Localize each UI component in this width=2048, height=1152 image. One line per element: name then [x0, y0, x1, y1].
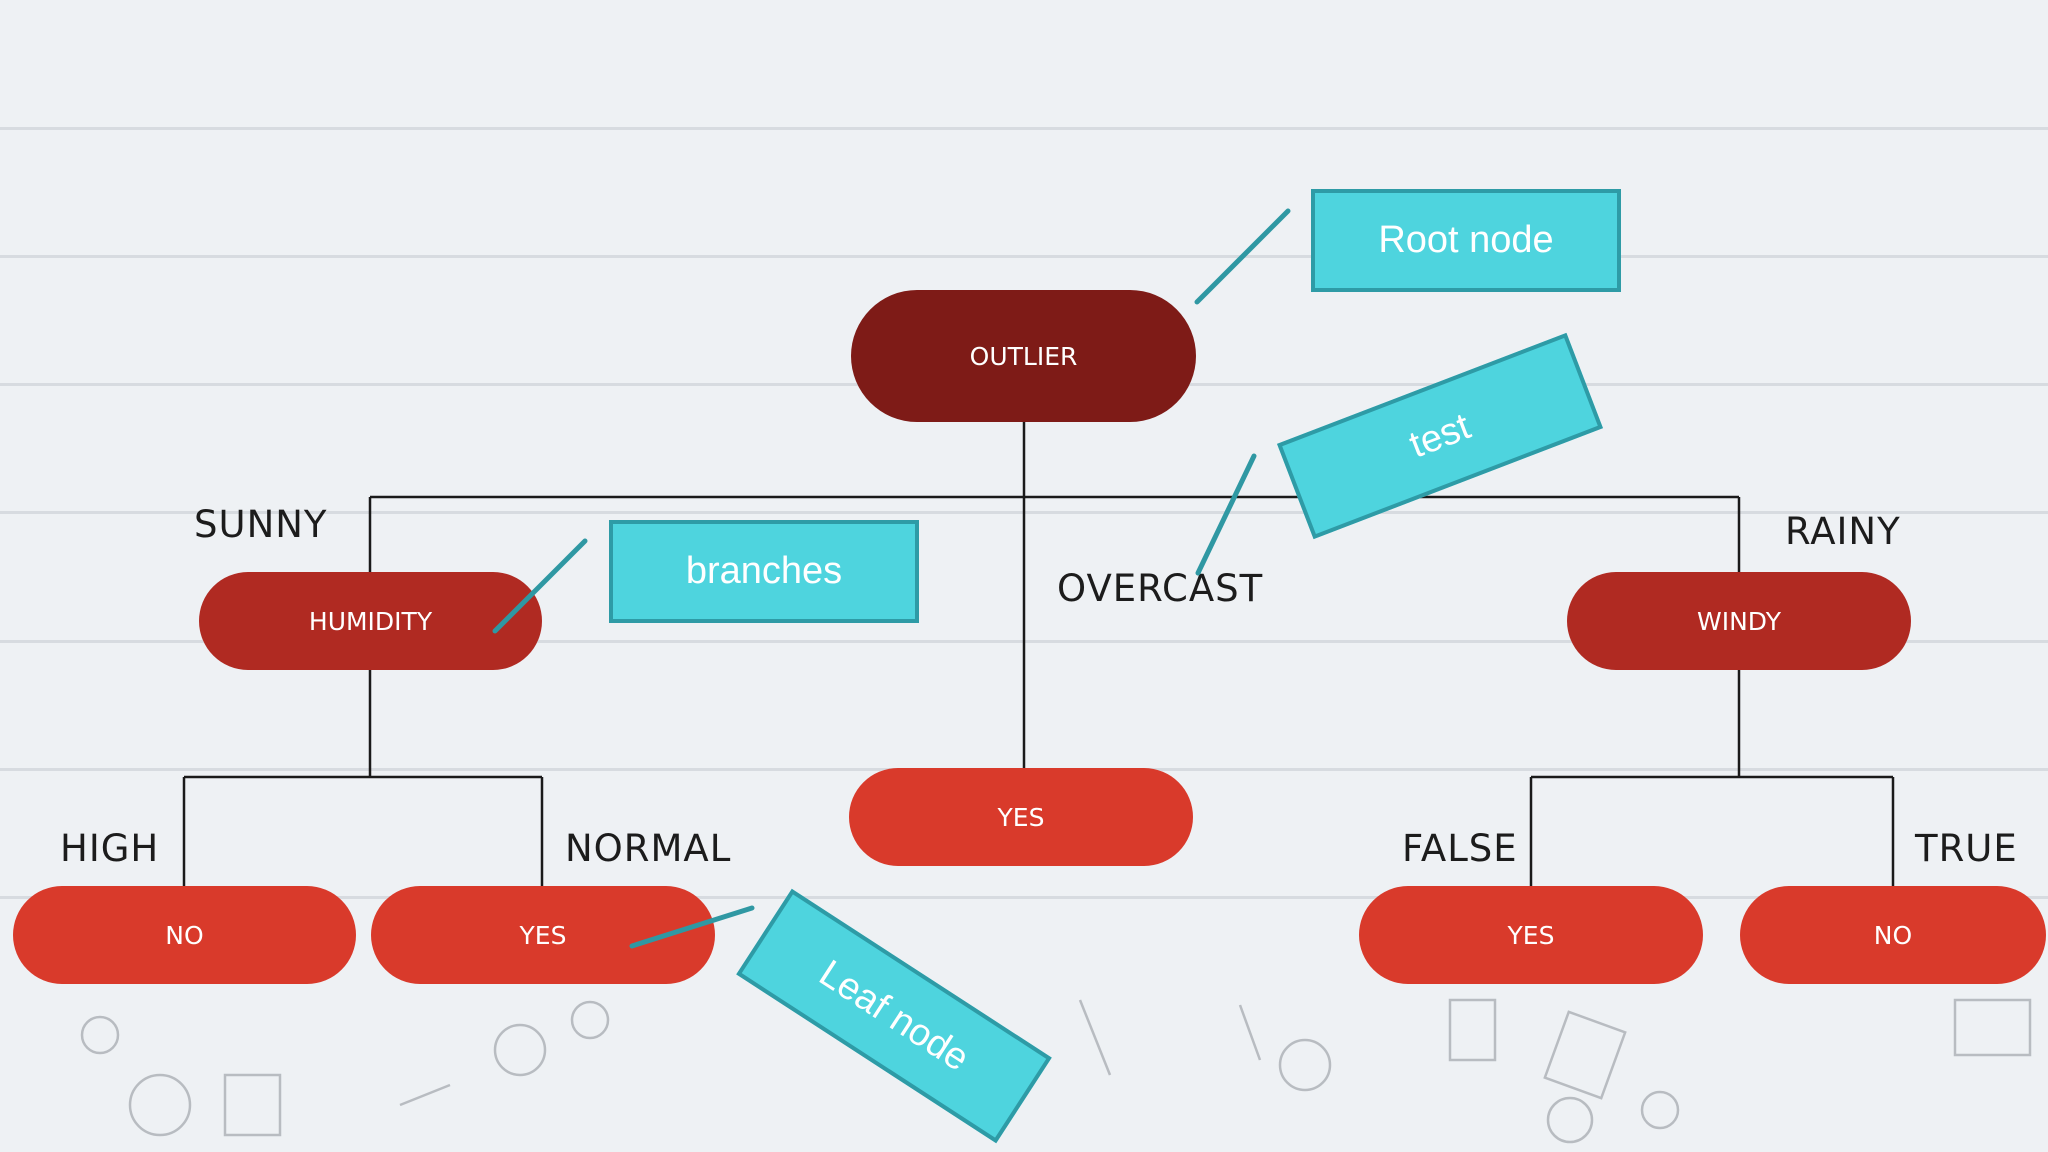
leaf-node-overcast-yes: YES	[849, 768, 1193, 866]
pointer-root-node	[1194, 208, 1291, 305]
overcast-leaf-label: YES	[997, 802, 1045, 832]
lightbulb-icon	[80, 1015, 120, 1055]
callout-branches-text: branches	[685, 550, 843, 592]
ruled-line	[0, 255, 2048, 258]
branch-label-true: TRUE	[1915, 827, 2018, 870]
callout-root-node: Root node	[1311, 189, 1621, 292]
branch-label-sunny: SUNNY	[194, 503, 328, 546]
decision-node-humidity: HUMIDITY	[199, 572, 542, 670]
branch-label-rainy: RAINY	[1785, 510, 1901, 553]
windy-node-label: WINDY	[1697, 606, 1781, 636]
humidity-node-label: HUMIDITY	[308, 606, 433, 636]
branch-label-false: FALSE	[1402, 827, 1518, 870]
pointer-leaf-node	[629, 905, 755, 949]
branch-label-overcast: OVERCAST	[1057, 567, 1264, 610]
leaf-node-normal-yes: YES	[371, 886, 715, 984]
leaf-node-false-yes: YES	[1359, 886, 1703, 984]
callout-test-text: test	[1403, 404, 1476, 467]
notebook-icon	[223, 1073, 282, 1137]
root-node-label: OUTLIER	[969, 341, 1078, 371]
ruled-line	[0, 127, 2048, 130]
pointer-branches	[492, 538, 588, 634]
leaf-node-true-no: NO	[1740, 886, 2046, 984]
apple-icon	[1640, 1090, 1680, 1130]
calculator-icon	[1448, 998, 1497, 1062]
globe-icon	[493, 1023, 547, 1077]
true-leaf-label: NO	[1873, 920, 1913, 950]
leaf-node-high-no: NO	[13, 886, 356, 984]
school-doodles	[80, 998, 2032, 1144]
atom-icon	[1546, 1096, 1594, 1144]
open-book-icon	[1953, 998, 2032, 1057]
pointer-test	[1195, 453, 1257, 576]
magnifier-icon	[570, 1000, 610, 1040]
basketball-icon	[128, 1073, 192, 1137]
normal-leaf-label: YES	[519, 920, 567, 950]
pencil-icon	[1238, 1004, 1262, 1061]
branch-label-high: HIGH	[60, 827, 160, 870]
decision-node-windy: WINDY	[1567, 572, 1911, 670]
root-node-outlier: OUTLIER	[851, 290, 1196, 422]
callout-branches: branches	[609, 520, 919, 623]
callout-root-node-text: Root node	[1378, 219, 1554, 261]
branch-label-normal: NORMAL	[565, 827, 732, 870]
book-icon	[1543, 1010, 1627, 1100]
clock-icon	[1278, 1038, 1332, 1092]
eraser-icon	[399, 1083, 451, 1107]
high-leaf-label: NO	[165, 920, 204, 950]
ruler-icon	[1078, 999, 1112, 1076]
false-leaf-label: YES	[1507, 920, 1555, 950]
ruled-line	[0, 896, 2048, 899]
